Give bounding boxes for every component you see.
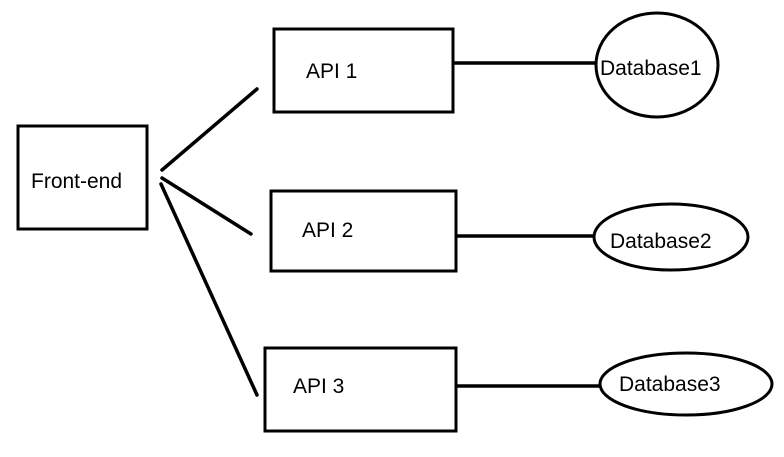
edge-frontend-api1 [160, 87, 259, 172]
api3-box [263, 346, 458, 433]
database3-label: Database3 [619, 373, 721, 396]
frontend-node: Front-end [16, 124, 149, 231]
database2-node: Database2 [592, 202, 750, 272]
edge-frontend-api3 [159, 182, 259, 397]
database1-node: Database1 [594, 11, 720, 119]
database1-label: Database1 [600, 57, 702, 80]
api1-node: API 1 [272, 27, 455, 114]
edge-frontend-api2 [160, 176, 253, 236]
api1-box [272, 27, 455, 114]
database3-ellipse [598, 351, 774, 417]
api3-node: API 3 [263, 346, 458, 433]
database2-ellipse [592, 202, 750, 272]
frontend-label: Front-end [31, 170, 122, 193]
api2-box [269, 189, 458, 273]
frontend-box [16, 124, 149, 231]
database2-label: Database2 [610, 230, 712, 253]
api2-label: API 2 [302, 219, 353, 242]
api3-label: API 3 [293, 375, 344, 398]
database1-ellipse [594, 11, 720, 119]
api1-label: API 1 [306, 60, 357, 83]
api2-node: API 2 [269, 189, 458, 273]
database3-node: Database3 [598, 351, 774, 417]
